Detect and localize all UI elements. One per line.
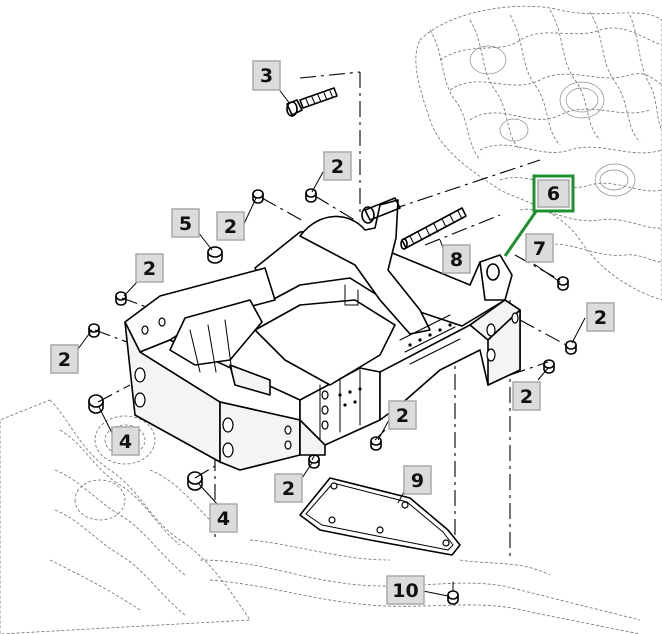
fastener-2-h [543,359,555,374]
svg-text:2: 2 [224,216,237,238]
fastener-2-a [252,189,264,204]
fasteners [88,188,577,605]
callout-2: 2 [586,302,615,332]
svg-text:8: 8 [450,249,463,271]
svg-text:4: 4 [217,508,230,530]
callout-2: 2 [216,211,245,241]
svg-text:10: 10 [392,580,418,602]
bolt-part-3 [286,87,338,117]
svg-text:9: 9 [411,470,424,492]
callout-2: 2 [388,400,417,430]
stud-part-8 [400,207,467,250]
callout-2: 2 [274,473,303,503]
fastener-2-b [305,188,317,203]
fastener-4-b [187,471,203,491]
callout-8: 8 [442,244,471,274]
callout-9: 9 [403,465,432,495]
svg-text:2: 2 [331,156,344,178]
callout-2: 2 [512,381,541,411]
svg-text:2: 2 [520,386,533,408]
callout-10: 10 [386,575,425,605]
callout-4: 4 [209,503,238,533]
fastener-7 [557,276,569,291]
leader-lines [77,87,586,597]
callout-3: 3 [252,60,281,91]
svg-text:2: 2 [58,349,71,371]
fastener-5 [207,246,223,264]
fastener-4-a [88,394,104,414]
background-engine-illustration [415,5,662,301]
svg-text:3: 3 [260,65,273,87]
fastener-10 [447,581,459,605]
svg-text:4: 4 [119,431,132,453]
callout-2: 2 [323,151,352,181]
callout-4: 4 [111,426,140,456]
svg-text:5: 5 [179,213,192,235]
fastener-2-f [370,436,382,451]
front-support-frame [124,197,521,471]
callout-2: 2 [135,253,164,283]
fastener-2-g [565,340,577,355]
svg-text:2: 2 [396,405,409,427]
svg-text:2: 2 [594,307,607,329]
svg-text:2: 2 [143,258,156,280]
callout-5: 5 [171,208,200,238]
callout-6-highlighted: 6 [532,174,575,213]
callout-2: 2 [50,344,79,374]
fastener-2-c [115,291,127,306]
svg-text:2: 2 [282,478,295,500]
callout-7: 7 [525,233,554,263]
svg-text:7: 7 [533,238,546,260]
fastener-2-d [88,323,100,338]
highlight-leader-part-6 [503,209,539,257]
gasket-part-9 [299,477,461,556]
svg-text:6: 6 [547,183,560,205]
fastener-2-e [308,454,320,469]
